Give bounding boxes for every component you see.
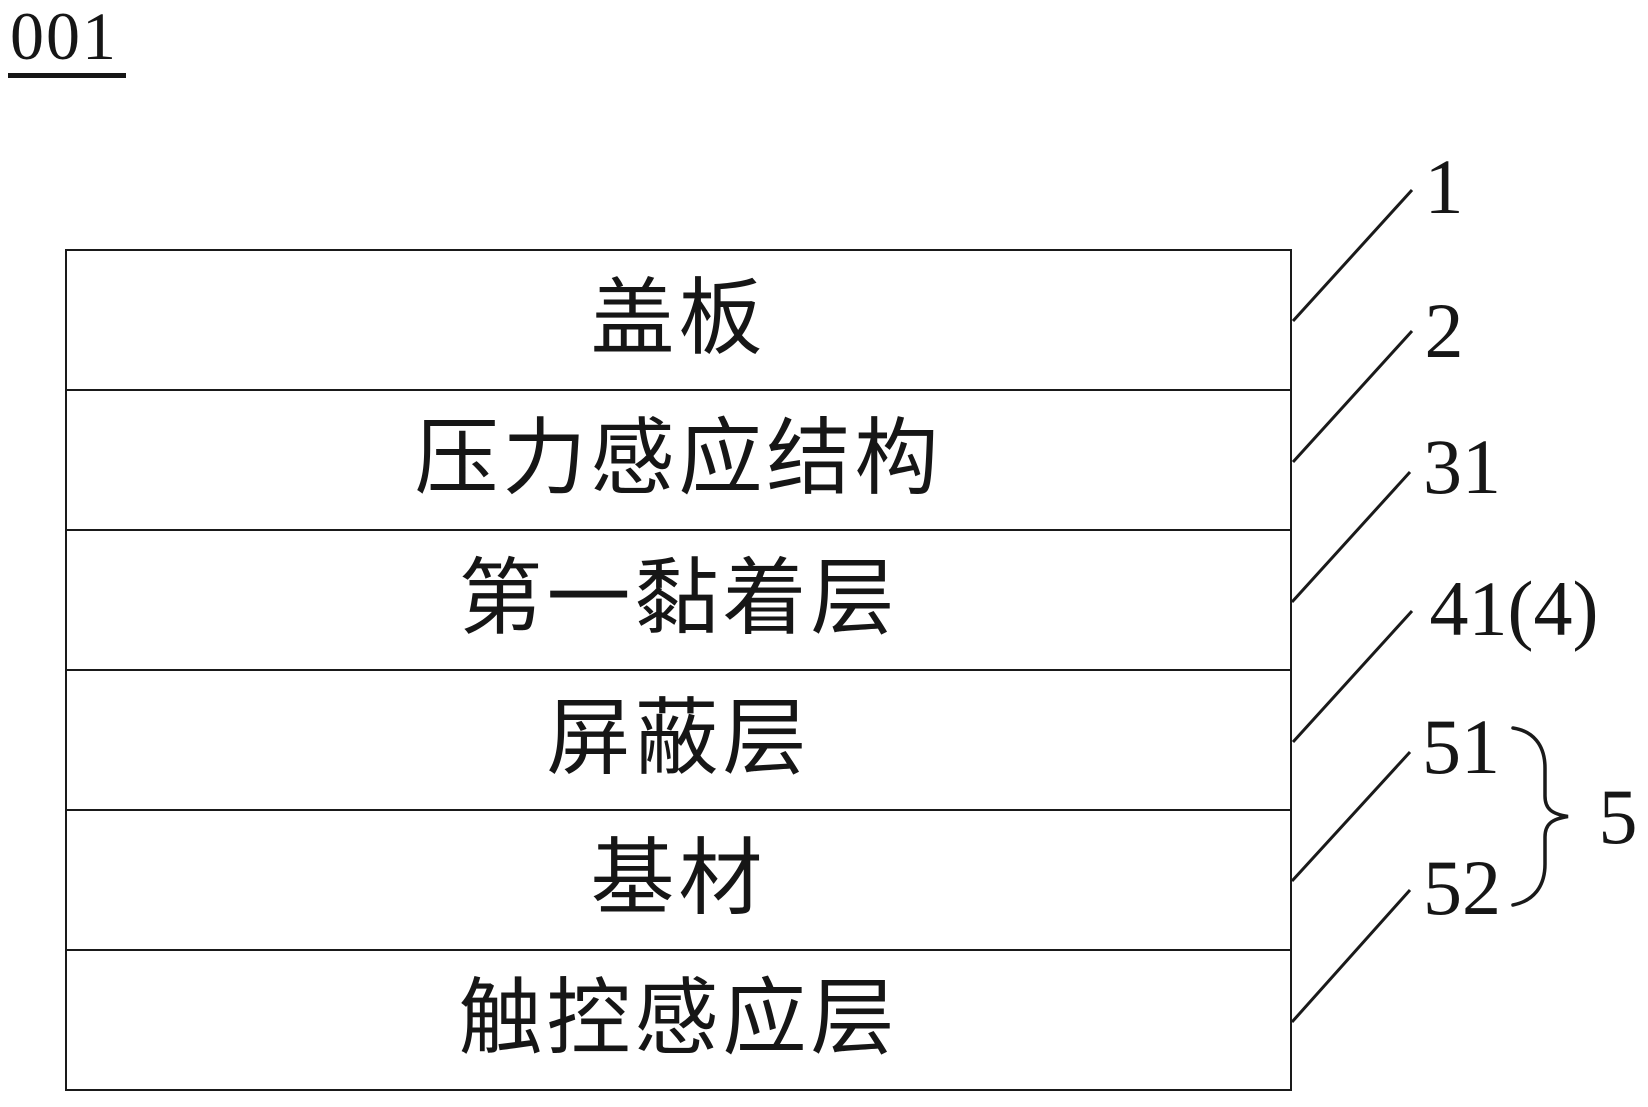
leader-line-2 — [1291, 329, 1414, 464]
figure-reference-number: 001 — [8, 2, 126, 78]
layer-row-first-adhesive-layer: 第一黏着层 — [67, 529, 1290, 669]
layer-row-substrate: 基材 — [67, 809, 1290, 949]
callout-label-52: 52 — [1423, 844, 1501, 931]
layer-row-cover-plate: 盖板 — [67, 251, 1290, 389]
leader-line-41 — [1291, 609, 1414, 744]
layer-label: 盖板 — [590, 273, 767, 366]
leader-line-52 — [1290, 889, 1412, 1023]
group-brace — [1511, 726, 1569, 907]
callout-label-5-group: 5 — [1598, 773, 1638, 860]
callout-label-51: 51 — [1422, 703, 1500, 790]
leader-line-31 — [1290, 470, 1412, 604]
layer-label: 基材 — [590, 833, 767, 926]
callout-label-41-4: 41(4) — [1429, 565, 1599, 652]
layer-row-pressure-sensing-structure: 压力感应结构 — [67, 389, 1290, 529]
layer-label: 第一黏着层 — [458, 553, 899, 646]
callout-label-31: 31 — [1423, 423, 1501, 510]
leader-line-1 — [1291, 188, 1414, 323]
layer-stack: 盖板 压力感应结构 第一黏着层 屏蔽层 基材 触控感应层 — [65, 249, 1292, 1091]
layer-row-shielding-layer: 屏蔽层 — [67, 669, 1290, 809]
callout-label-2: 2 — [1424, 287, 1464, 374]
layer-label: 屏蔽层 — [546, 693, 811, 786]
layer-label: 压力感应结构 — [414, 413, 943, 506]
leader-line-51 — [1290, 750, 1412, 883]
callout-label-1: 1 — [1424, 143, 1464, 230]
layer-label: 触控感应层 — [458, 973, 899, 1066]
layer-row-touch-sensing-layer: 触控感应层 — [67, 949, 1290, 1089]
